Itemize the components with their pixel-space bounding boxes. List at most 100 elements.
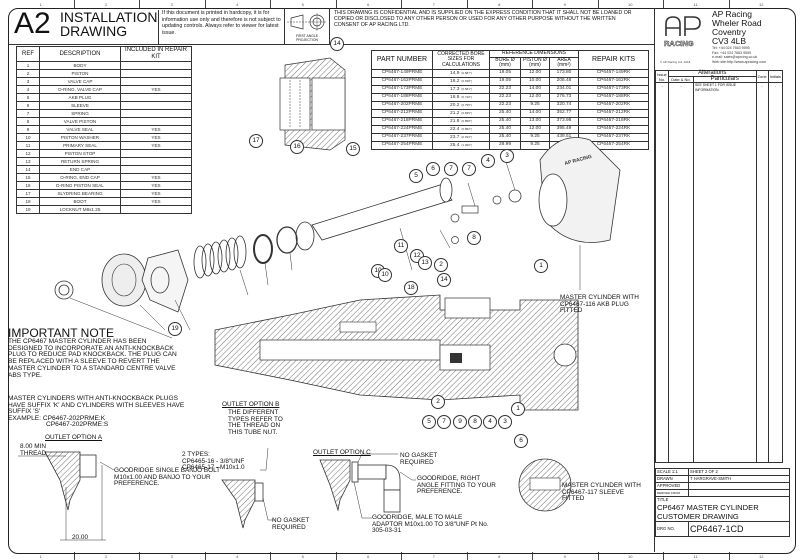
corrected-bore-in: (0.638") (461, 78, 472, 83)
zone-number: 5 (301, 554, 304, 559)
drawing-type-line1: INSTALLATION (60, 9, 158, 25)
outlet-b-types: 2 TYPES: CP6465-16 - 3/8"UNF CP6465-17 -… (182, 451, 277, 472)
outlet-a-callout: GOODRIDGE SINGLE BANJO BOLT M10x1.00 AND… (114, 467, 220, 487)
zone-tick (597, 0, 599, 8)
callout-exploded: 11 (394, 239, 408, 253)
zone-tick (728, 0, 730, 8)
part-repair-kit (120, 205, 192, 214)
zone-number: 7 (432, 2, 435, 7)
outlet-b-drawing (221, 447, 275, 529)
email-link[interactable]: e-mail: sales@aprcing.co.uk (712, 55, 758, 60)
corrected-bore-in: (0.795") (461, 102, 472, 107)
outlet-c-fitting: GOODRIDGE, RIGHT ANGLE FITTING TO YOUR P… (417, 475, 496, 495)
callout-section: 1 (534, 259, 548, 273)
zone-number: 11 (693, 2, 698, 7)
corrected-bore-mm: 17.3 (450, 86, 460, 92)
zone-number: 3 (170, 2, 173, 7)
postcode: CV3 4LB (712, 36, 747, 46)
zone-tick (466, 0, 468, 8)
end-cap-part (141, 249, 189, 313)
projection-label: FIRST ANGLE PROJECTION (296, 34, 318, 42)
outlet-c-adaptor: GOODRIDGE, MALE TO MALE ADAPTOR M10x1.00… (372, 514, 489, 534)
zone-tick (466, 552, 468, 560)
callout-exploded: 1 (511, 402, 525, 416)
zone-number: 12 (759, 2, 764, 7)
suffix-note: MASTER CYLINDERS WITH ANTI-KNOCKBACK PLU… (8, 395, 188, 429)
title-label: TITLE (657, 497, 669, 502)
zone-number: 4 (236, 554, 239, 559)
ap-racing-logo: RACING (662, 14, 704, 53)
exploded-view: AP RACING (54, 137, 621, 313)
zone-tick (532, 0, 533, 8)
callout-exploded: 7 (444, 162, 458, 176)
company-name: AP Racing (712, 9, 753, 19)
zone-number: 8 (498, 554, 501, 559)
callout-exploded: 19 (168, 322, 182, 336)
zone-number: 10 (628, 554, 633, 559)
example-2: CP6467-202PRME:S (46, 421, 109, 429)
outlet-b-gasket: NO GASKET REQUIRED (272, 517, 310, 531)
outlet-c-title: OUTLET OPTION C (313, 449, 371, 456)
outlet-b-types-label: 2 TYPES: (182, 451, 210, 458)
outlet-b-type2: CP6465-17 - M10x1.0 (182, 464, 245, 471)
company-contact: Tel: +44 024 7663 9595 Fax: +44 024 7663… (712, 46, 766, 64)
outlet-b-title: OUTLET OPTION B (222, 401, 280, 408)
corrected-bore-in: (0.681") (461, 86, 472, 91)
callout-exploded: 13 (418, 256, 432, 270)
drawing-type-line2: DRAWING (60, 23, 128, 39)
callout-section: 3 (498, 415, 512, 429)
zone-number: 3 (170, 554, 173, 559)
corrected-bore-mm: 18.8 (450, 94, 460, 100)
outlet-c-drawing (319, 453, 416, 519)
zone-number: 9 (563, 2, 566, 7)
zone-tick (139, 0, 140, 8)
sleeve-assembly-label: MASTER CYLINDER WITH CP6467-117 SLEEVE F… (562, 482, 641, 502)
corrected-bore-mm: 21.2 (450, 110, 460, 116)
zone-number: 1 (39, 2, 42, 7)
drawing-type: INSTALLATION DRAWING (60, 10, 158, 38)
corrected-bore-in: (1.000") (461, 142, 472, 147)
primary-seal-part (276, 226, 298, 254)
corrected-bore-mm: 16.2 (450, 78, 460, 84)
fax: Fax: +44 024 7663 9559 (712, 50, 752, 55)
sheet-size: A2 (14, 7, 51, 40)
logo-text: RACING (664, 39, 694, 48)
corrected-bore-in: (0.835") (461, 110, 472, 115)
hardcopy-notice: If this document is printed in hardcopy,… (158, 10, 282, 44)
example-label: EXAMPLE: (8, 414, 41, 422)
drawing-number: CP6467-1CD (688, 521, 790, 537)
callout-exploded: 6 (426, 162, 440, 176)
zone-tick (401, 552, 402, 560)
callout-section: 5 (422, 415, 436, 429)
website-link[interactable]: Web site:http://www.apracing.com (712, 59, 767, 64)
corrected-bore-mm: 23.7 (450, 134, 460, 140)
zone-tick (270, 552, 271, 560)
col-bore: BORE Ø (mm) (489, 56, 521, 70)
callout-exploded: 3 (500, 149, 514, 163)
zone-tick (663, 552, 664, 560)
alterations-table: Issue No. Alterations Zone Initials Date… (655, 70, 784, 463)
boot-part (101, 253, 147, 307)
outlet-b-note: THE DIFFERENT TYPES REFER TO THE THREAD … (228, 409, 283, 436)
piston-part (311, 184, 453, 241)
drawing-border (8, 8, 796, 554)
confidential-notice: THIS DRAWING IS CONFIDENTIAL AND IS SUPP… (334, 10, 632, 28)
zone-number: 6 (367, 554, 370, 559)
first-angle-projection-icon (287, 13, 326, 31)
zone-number: 4 (236, 2, 239, 7)
callout-section: 10 (378, 268, 392, 282)
zone-number: 10 (628, 2, 633, 7)
return-spring-part (193, 235, 247, 279)
callout-exploded: 7 (462, 162, 476, 176)
alt-date: - (668, 82, 694, 463)
zone-tick (335, 0, 337, 8)
zone-tick (73, 552, 75, 560)
zone-number: 2 (105, 2, 108, 7)
corrected-bore-mm: 21.8 (450, 118, 460, 124)
callout-exploded: 4 (481, 154, 495, 168)
